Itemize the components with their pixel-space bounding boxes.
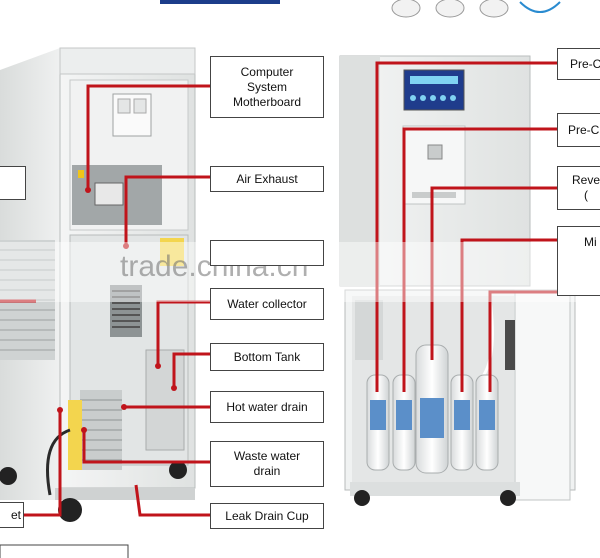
partial-bottom-box [0,544,129,558]
leader-lines [0,61,560,517]
label-pre-c-2: Pre-C [557,113,600,147]
accessory-cups [391,0,561,18]
label-hot-water-drain: Hot water drain [210,391,324,423]
label-pre-c-1: Pre-C [557,48,600,80]
right-machine [339,55,576,506]
label-waste-water-drain: Waste water drain [210,441,324,487]
label-leak-drain-cup: Leak Drain Cup [210,503,324,529]
label-left-partial-box [0,166,26,200]
top-banner-strip [160,0,280,4]
label-mi: Mi [557,226,600,296]
label-bottom-tank: Bottom Tank [210,343,324,371]
label-computer-system-motherboard: Computer System Motherboard [210,56,324,118]
label-water-collector: Water collector [210,288,324,320]
label-left-et: et [0,502,24,528]
label-reve: Reve ( [557,166,600,210]
label-hidden-box [210,240,324,266]
left-machine [0,47,196,522]
label-air-exhaust: Air Exhaust [210,166,324,192]
